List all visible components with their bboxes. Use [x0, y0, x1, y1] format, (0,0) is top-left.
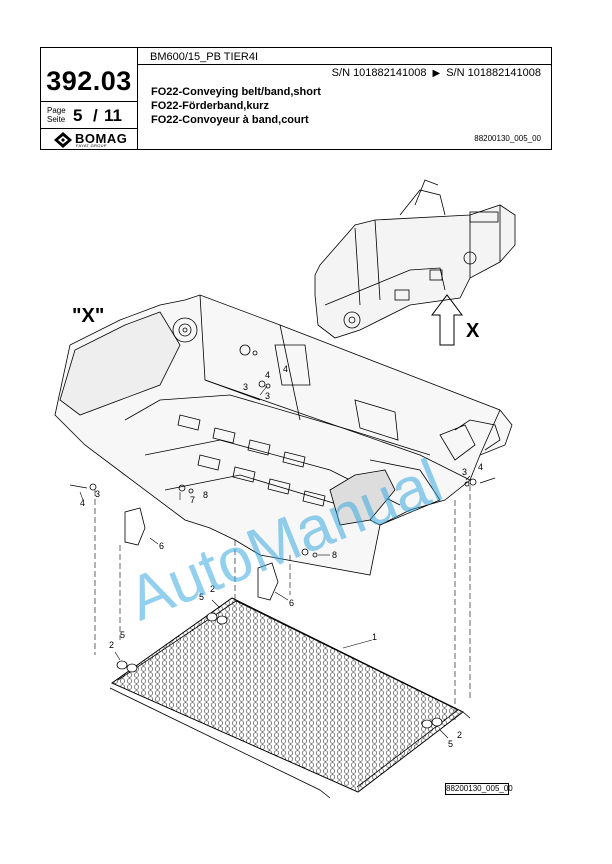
callout: 7 — [190, 495, 195, 505]
logo-subtitle: FAYAT GROUP — [76, 143, 107, 148]
callout: 8 — [332, 550, 337, 560]
callout: 2 — [109, 640, 114, 650]
callout: 4 — [80, 498, 85, 508]
sn-to: S/N 101882141008 — [446, 67, 541, 79]
callout: 1 — [372, 632, 377, 642]
page-separator: / — [93, 106, 98, 125]
callout: 6 — [159, 541, 164, 551]
sn-from: S/N 101882141008 — [331, 67, 427, 79]
title-fr: FO22-Convoyeur à band,court — [151, 114, 309, 126]
page-indicator: Page Seite 5 / 11 — [41, 101, 137, 129]
title-de: FO22-Förderband,kurz — [151, 100, 269, 112]
view-arrow-label: X — [466, 320, 480, 342]
callout: 4 — [265, 370, 270, 380]
title-en: FO22-Conveying belt/band,short — [151, 86, 321, 98]
callout: 3 — [243, 382, 248, 392]
callout: 3 — [462, 467, 467, 477]
header-block: 392.03 Page Seite 5 / 11 BOMAG FAYAT GRO… — [40, 47, 552, 150]
callout: 8 — [203, 490, 208, 500]
catalog-column: 392.03 Page Seite 5 / 11 BOMAG FAYAT GRO… — [41, 48, 138, 149]
view-label-x: "X" — [72, 305, 104, 327]
callout-leaders — [79, 385, 471, 739]
callout: 3 — [95, 489, 100, 499]
callout: 5 — [199, 592, 204, 602]
model-name: BM600/15_PB TIER4I — [137, 48, 551, 65]
bomag-diamond-icon — [54, 132, 72, 148]
protective-grid — [109, 597, 471, 799]
page-current: 5 — [73, 106, 83, 125]
page-total: 11 — [104, 106, 122, 125]
page-label: Page Seite — [47, 106, 66, 124]
bomag-logo: BOMAG FAYAT GROUP — [53, 131, 129, 149]
washers — [116, 612, 443, 729]
mounting-brackets — [124, 507, 279, 601]
logo-name: BOMAG — [75, 131, 128, 146]
callout: 5 — [120, 630, 125, 640]
main-frame-assembly — [54, 294, 513, 576]
callout: 4 — [283, 364, 288, 374]
callout: 3 — [265, 391, 270, 401]
sn-arrow-icon: ▶ — [432, 68, 441, 79]
bottom-figure-id: 88200130_005_00 — [445, 783, 513, 795]
page-label-de: Seite — [47, 115, 66, 124]
conveyor-inset — [314, 179, 516, 339]
callout: 6 — [289, 598, 294, 608]
title-block: FO22-Conveying belt/band,short FO22-Förd… — [151, 85, 321, 127]
callout: 4 — [478, 462, 483, 472]
callout: 2 — [457, 730, 462, 740]
catalog-number: 392.03 — [46, 66, 132, 96]
callout: 5 — [448, 739, 453, 749]
callout: 2 — [210, 584, 215, 594]
assembly-guides — [94, 485, 471, 720]
view-arrow-x: X — [431, 294, 480, 346]
page-label-en: Page — [47, 106, 66, 115]
callout-numbers: 4 3 4 3 4 3 7 8 6 8 6 2 5 5 2 1 5 2 3 4 — [80, 364, 483, 749]
figure-reference: 88200130_005_00 — [474, 134, 541, 143]
serial-range: S/N 101882141008 ▶ S/N 101882141008 — [332, 67, 541, 79]
